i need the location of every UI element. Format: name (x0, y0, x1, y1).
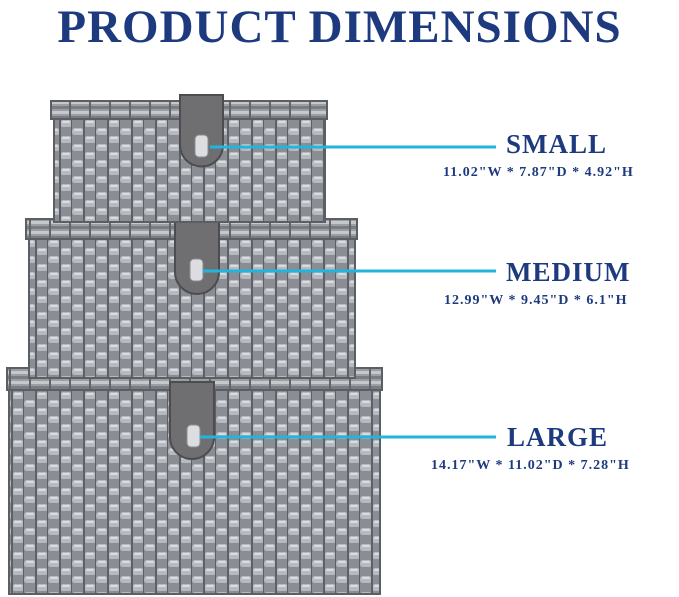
large-size-label: LARGE (507, 422, 609, 452)
large-basket (6, 367, 383, 595)
small-size-dimensions: 11.02"W * 7.87"D * 4.92"H (443, 165, 634, 180)
small-basket (50, 94, 328, 223)
medium-basket (25, 218, 358, 379)
medium-size-dimensions: 12.99"W * 9.45"D * 6.1"H (444, 293, 628, 308)
medium-size-label: MEDIUM (506, 257, 631, 287)
large-size-dimensions: 14.17"W * 11.02"D * 7.28"H (431, 458, 630, 473)
small-size-label: SMALL (506, 129, 608, 159)
page-title: PRODUCT DIMENSIONS (57, 1, 622, 53)
pointer-lines (200, 145, 496, 439)
